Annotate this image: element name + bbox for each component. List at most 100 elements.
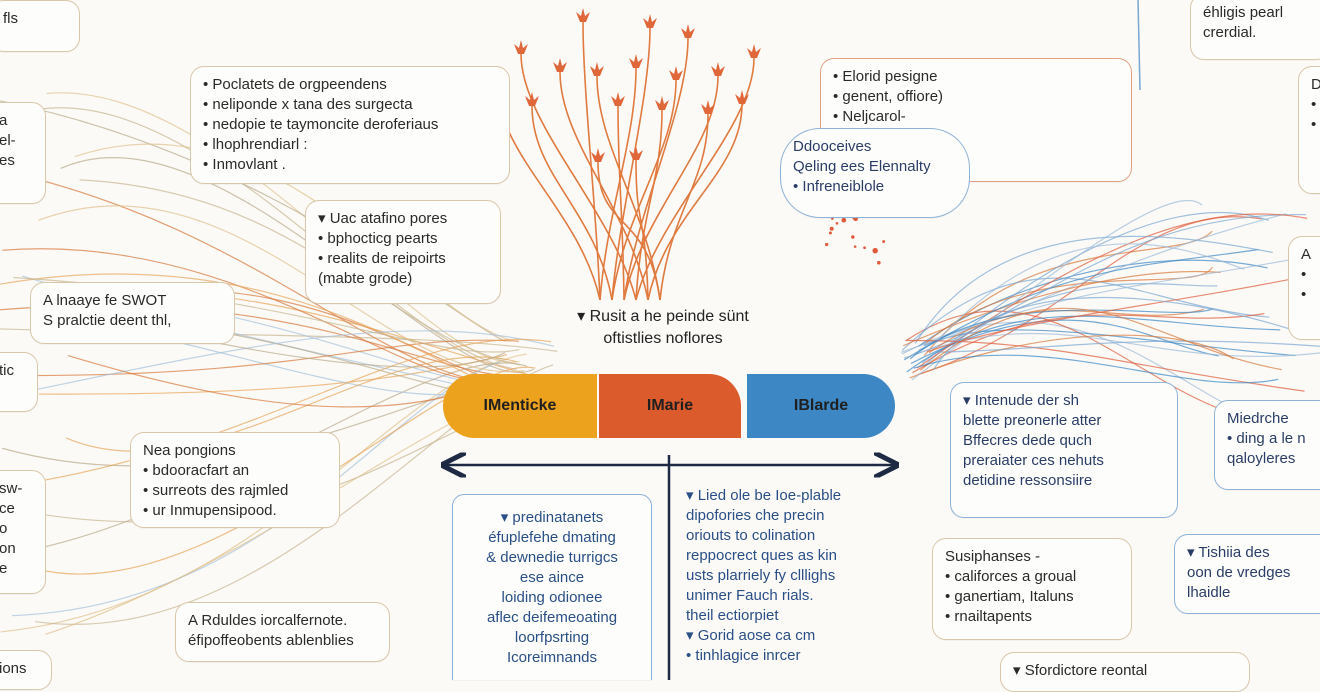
strand-right [909, 334, 1234, 379]
blue-column-left-line-8: Icoreimnands [506, 649, 598, 666]
flower-head [629, 54, 643, 68]
strand-right [903, 270, 1221, 347]
blue-column-right-line-2: dipofories che precin [686, 507, 825, 524]
strand-right [937, 243, 1245, 341]
box-nea-line-1: Nea pongions [143, 442, 236, 459]
splatter [877, 260, 881, 265]
flower-head [747, 44, 761, 58]
box-left-edge-2: tic [0, 352, 38, 412]
strand-right [919, 307, 1282, 371]
splatter [851, 235, 855, 239]
box-right-edge-mid-line-1: A [1301, 246, 1312, 263]
box-far-right-low-line-1: ▾ Tishiia des [1187, 544, 1270, 561]
box-right-low-line-3: • ganertiam, Italuns [945, 588, 1074, 605]
box-right-edge-top-line-1: D [1311, 76, 1320, 93]
flower-head [629, 146, 643, 160]
center-note-line-2: oftistlies noflores [603, 330, 723, 347]
flower-head [701, 100, 715, 114]
strand-right [911, 199, 1203, 381]
strand-right [913, 354, 1279, 384]
flower-head [655, 96, 669, 110]
blue-column-left-box [452, 494, 652, 680]
strand-right [901, 277, 1270, 351]
strand-right [914, 235, 1273, 344]
splatter [853, 245, 857, 248]
box-nea-line-4: • ur Inmupensipood. [143, 502, 277, 519]
pill-middle-label: IMarie [646, 397, 694, 414]
flower-head [611, 92, 625, 106]
box-top-mid-right-line-3: • Neljcarol- [833, 108, 906, 125]
box-top-left-line-2: • neliponde x tana des surgecta [203, 96, 413, 113]
box-right-edge-mid: A•• [1288, 236, 1320, 340]
flower-head [514, 40, 528, 54]
box-right-edge-top: D•• [1298, 66, 1320, 194]
box-bottom-left-line-1: A Rduldes iorcalfernote. [188, 612, 348, 629]
blue-column-left-line-1: ▾ predinatanets [500, 509, 604, 526]
box-right-mid-line-5: detidine ressonsiire [963, 472, 1093, 489]
box-bottom-right-line-1: ▾ Sfordictore reontal [1013, 662, 1148, 679]
strand-right [912, 313, 1265, 374]
pill-middle[interactable]: IMarie [599, 374, 741, 438]
center-note: ▾ Rusit a he peinde sünt oftistlies nofl… [557, 306, 769, 360]
splatter [882, 240, 886, 244]
box-mid-left-line-2: • bphocticg pearts [318, 230, 438, 247]
strand-right [932, 296, 1297, 371]
box-right-low: Susiphanses -• califorces a groual• gane… [932, 538, 1132, 640]
strand-left [32, 362, 528, 551]
blue-column-right-line-6: unimer Fauch rials. [686, 587, 814, 604]
strand-left [39, 107, 517, 370]
flower-stem [531, 105, 613, 301]
box-top-right-partial-line-2: crerdial. [1203, 24, 1257, 41]
blue-column-left-line-6: aflec deifemeoating [486, 609, 618, 626]
blue-column-left-line-5: loiding odionee [501, 589, 603, 606]
box-nea-line-3: • surreots des rajmled [143, 482, 289, 499]
flower-head [643, 14, 657, 28]
box-top-left-line-3: • nedopie te taymoncite deroferiaus [203, 116, 439, 133]
blue-column-left-line-4: ese aince [519, 569, 585, 586]
box-cloud-line-1: Ddooceives [793, 138, 872, 155]
box-tl-partial-line-1: fls [3, 10, 18, 27]
pill-left[interactable]: IMenticke [443, 374, 597, 438]
blue-column-right-line-7: theil ectiorpiet [686, 607, 779, 624]
box-bottom-left: A Rduldes iorcalfernote.éfipoffeobents a… [175, 602, 390, 662]
pill-right-label: IBlarde [793, 397, 849, 414]
box-right-mid-line-2: blette preonerle atter [963, 412, 1102, 429]
box-mid-left: ▾ Uac atafino pores• bphocticg pearts• r… [305, 200, 501, 304]
box-cloud-line-3: • Infreneiblole [793, 178, 885, 195]
box-right-mid-line-1: ▾ Intenude der sh [963, 392, 1079, 409]
splatter [835, 222, 839, 225]
flower-head [591, 148, 605, 162]
flower-head [553, 58, 567, 72]
box-right-low-line-2: • califorces a groual [945, 568, 1077, 585]
blue-column-right-line-1: ▾ Lied ole be Ioe-plable [686, 487, 842, 504]
box-left-edge-line-3: es [0, 152, 15, 169]
flower-head [525, 92, 539, 106]
box-top-left-line-4: • lhophrendiarl : [203, 136, 308, 153]
pill-right[interactable]: IBlarde [747, 374, 895, 438]
strand-left [4, 339, 519, 377]
box-left-lower-line-5: e [0, 560, 8, 577]
box-left-lower-line-1: sw- [0, 480, 23, 497]
flower-stem [647, 103, 743, 301]
box-mid-left-line-4: (mabte grode) [318, 270, 413, 287]
box-top-left: • Poclatets de orgpeendens• neliponde x … [190, 66, 510, 184]
flower-stem [596, 75, 661, 301]
blue-column-right-line-3: oriouts to colination [686, 527, 816, 544]
splatter [824, 242, 829, 247]
box-top-mid-right-line-1: • Elorid pesigne [833, 68, 938, 85]
strand-right [903, 214, 1307, 359]
box-bottom-left-edge-line-1: ions [0, 660, 27, 677]
splatter [828, 231, 832, 235]
strand-right [909, 308, 1214, 360]
blue-column-right-line-9: • tinhlagice inrcer [686, 647, 801, 664]
flower-stem [597, 161, 661, 301]
flower-head [576, 8, 590, 22]
strand-right [926, 274, 1312, 353]
strand-left [65, 356, 517, 452]
center-note-line-1: ▾ Rusit a he peinde sünt [577, 308, 749, 325]
